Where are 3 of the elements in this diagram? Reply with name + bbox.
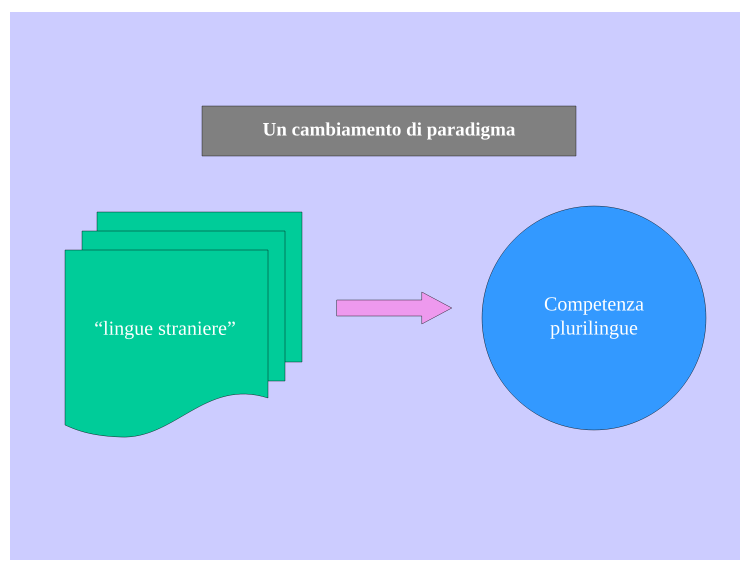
block-arrow (336, 292, 452, 324)
title-box: Un cambiamento di paradigma (202, 106, 576, 156)
document-stack: “lingue straniere” (64, 212, 302, 438)
